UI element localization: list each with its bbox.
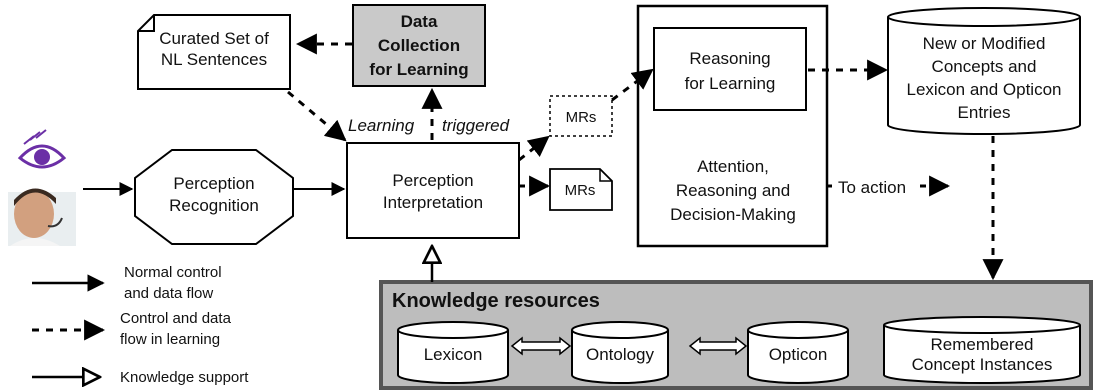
new-concepts-label-4: Entries (958, 103, 1011, 122)
opticon-store: Opticon (747, 321, 849, 384)
lexicon-ontology-link (510, 336, 572, 356)
perception-interpretation-box: Perception Interpretation (346, 142, 520, 239)
remembered-label-1: Remembered (931, 335, 1034, 354)
learning-label: Learning (348, 116, 415, 135)
perception-recognition-label-1: Perception (173, 174, 254, 193)
attention-label-3: Decision-Making (670, 205, 796, 224)
legend-learning-label-1: Control and data (120, 310, 232, 327)
reasoning-decision-box: Reasoning for Learning Attention, Reason… (636, 4, 829, 248)
legend-normal-label-2: and data flow (124, 285, 213, 302)
ontology-label: Ontology (586, 345, 655, 364)
legend: Normal control and data flow Control and… (32, 264, 249, 386)
mrs-doc-label: MRs (565, 182, 596, 199)
lexicon-store: Lexicon (397, 321, 509, 384)
reasoning-learning-label-1: Reasoning (689, 49, 770, 68)
data-collection-label-2: Collection (378, 36, 460, 55)
opticon-label: Opticon (769, 345, 828, 364)
legend-knowledge-label: Knowledge support (120, 369, 249, 386)
data-collection-label-3: for Learning (369, 60, 468, 79)
person-headset-icon (8, 188, 76, 246)
new-concepts-label-3: Lexicon and Opticon (907, 80, 1062, 99)
legend-learning-label-2: flow in learning (120, 331, 220, 348)
curated-label-2: NL Sentences (161, 50, 267, 69)
curated-to-interpretation-arrow (287, 90, 347, 142)
to-action-label: To action (838, 178, 906, 197)
perception-interpretation-label-2: Interpretation (383, 193, 483, 212)
triggered-label: triggered (442, 116, 510, 135)
interpretation-to-mrs-arrow (518, 135, 550, 162)
perception-recognition-label-2: Recognition (169, 196, 259, 215)
remembered-label-2: Concept Instances (912, 355, 1053, 374)
knowledge-resources-title: Knowledge resources (392, 290, 600, 312)
perception-recognition-node: Perception Recognition (134, 149, 294, 245)
eye-icon (17, 129, 67, 169)
new-concepts-store: New or Modified Concepts and Lexicon and… (887, 7, 1081, 135)
new-concepts-label-2: Concepts and (932, 57, 1037, 76)
data-collection-box: Data Collection for Learning (352, 4, 486, 87)
mrs-dashed-label: MRs (566, 109, 597, 126)
curated-sentences-doc: Curated Set of NL Sentences (137, 14, 291, 90)
legend-normal-label-1: Normal control (124, 264, 222, 281)
lexicon-label: Lexicon (424, 345, 483, 364)
data-collection-label-1: Data (401, 12, 438, 31)
mrs-doc: MRs (549, 168, 613, 211)
mrs-dashed-box: MRs (549, 95, 613, 137)
attention-label-2: Reasoning and (676, 181, 790, 200)
perception-interpretation-label-1: Perception (392, 171, 473, 190)
ontology-store: Ontology (571, 321, 669, 384)
new-concepts-label-1: New or Modified (923, 34, 1046, 53)
curated-label-1: Curated Set of (159, 29, 269, 48)
reasoning-learning-label-2: for Learning (685, 74, 776, 93)
remembered-concepts-store: Remembered Concept Instances (883, 316, 1081, 384)
ontology-opticon-link (688, 336, 748, 356)
attention-label-1: Attention, (697, 157, 769, 176)
